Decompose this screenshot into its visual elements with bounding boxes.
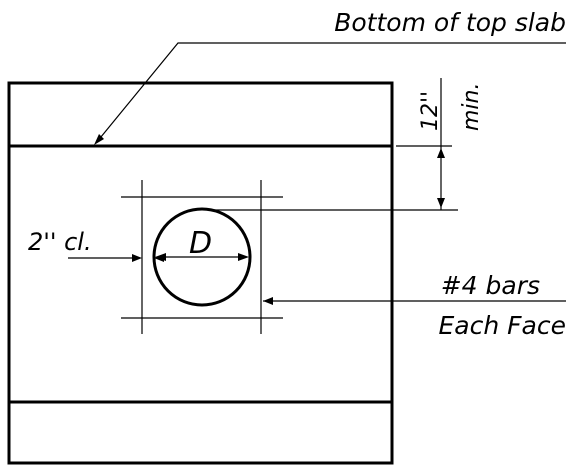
clearance-arrow-out — [154, 254, 164, 262]
diameter-arrow-right — [238, 253, 249, 261]
bars-label: #4 bars — [441, 271, 540, 300]
bars-leader-arrowhead — [263, 297, 273, 305]
each-face-label: Each Face — [439, 311, 566, 340]
min-word-label: min. — [459, 83, 484, 131]
min-dimension-arrow-bottom — [437, 198, 445, 208]
slab-leader-arrowhead — [94, 134, 104, 145]
circular-opening — [152, 207, 252, 307]
min-dimension-label: 12'' — [418, 91, 443, 131]
slab-leader-line — [95, 42, 566, 144]
wall-outline — [7, 81, 394, 465]
clearance-label: 2'' cl. — [28, 228, 92, 256]
min-dimension-arrow-top — [437, 148, 445, 158]
clearance-arrow-in — [132, 254, 142, 262]
diameter-label: D — [189, 226, 212, 261]
slab-label: Bottom of top slab — [334, 8, 566, 37]
